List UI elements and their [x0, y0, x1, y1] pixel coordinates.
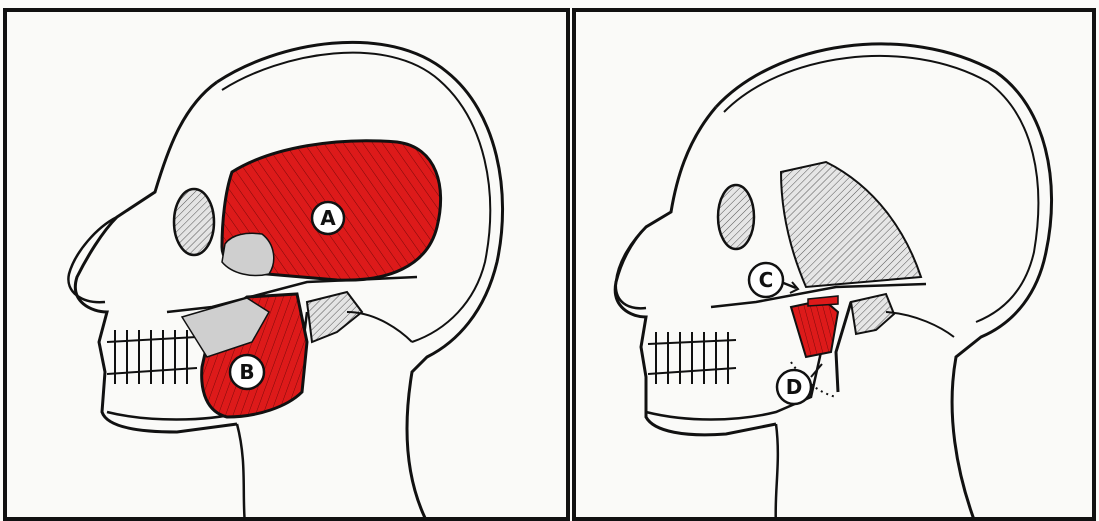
right-panel-head-deep: C D: [572, 8, 1096, 521]
eye-socket: [718, 185, 754, 249]
right-head-drawing: C D: [576, 12, 1096, 521]
teeth: [107, 330, 197, 384]
label-a: A: [320, 206, 336, 230]
label-c: C: [759, 268, 774, 292]
pterygoid-muscle: [791, 300, 838, 357]
ear-region: [307, 292, 362, 342]
neck-line: [776, 424, 778, 521]
ear-region: [851, 294, 894, 334]
teeth: [648, 332, 736, 384]
pterygoid-upper-band: [808, 296, 838, 306]
label-b: B: [239, 360, 254, 384]
eye-socket: [174, 189, 214, 255]
nose: [616, 227, 646, 308]
temporal-fossa: [781, 162, 921, 287]
temporalis-tendon: [222, 233, 274, 275]
left-panel-head-superficial: A B: [3, 8, 570, 521]
left-head-drawing: A B: [7, 12, 570, 521]
label-d: D: [786, 375, 803, 399]
neck-line: [237, 424, 245, 521]
head-outline: [217, 42, 503, 521]
